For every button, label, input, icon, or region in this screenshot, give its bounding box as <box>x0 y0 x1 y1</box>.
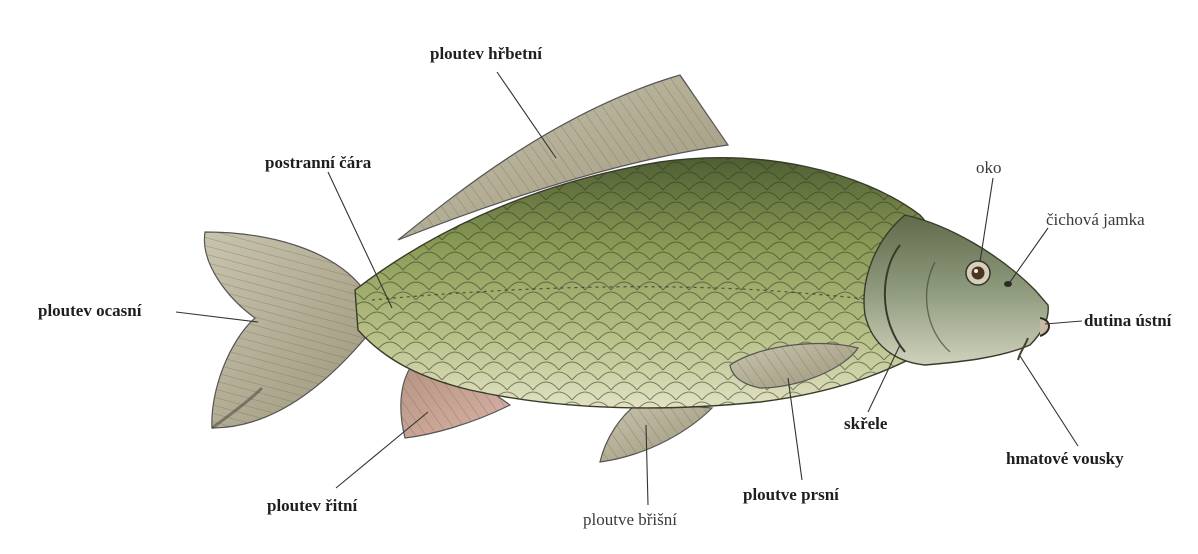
label-pelvic-fins: ploutve břišní <box>583 510 677 530</box>
label-pectoral-fins: ploutve prsní <box>743 485 839 505</box>
caudal-fin <box>204 232 372 428</box>
mouth <box>1040 318 1049 336</box>
leader-anal-fin <box>336 412 428 488</box>
leader-eye <box>980 178 993 262</box>
label-gill-cover: skřele <box>844 414 887 434</box>
label-nostril: čichová jamka <box>1046 210 1145 230</box>
leader-caudal-fin <box>176 312 258 322</box>
leader-barbels <box>1020 356 1078 446</box>
label-barbels: hmatové vousky <box>1006 449 1124 469</box>
label-eye: oko <box>976 158 1002 178</box>
fish-head <box>864 215 1049 365</box>
label-caudal-fin: ploutev ocasní <box>38 301 141 321</box>
nostril <box>1004 281 1012 287</box>
label-lateral-line: postranní čára <box>265 153 371 173</box>
label-mouth: dutina ústní <box>1084 311 1171 331</box>
pelvic-fin <box>600 402 712 462</box>
eye <box>966 261 990 285</box>
leader-nostril <box>1010 228 1048 282</box>
leader-dorsal-fin <box>497 72 556 158</box>
label-dorsal-fin: ploutev hřbetní <box>430 44 542 64</box>
label-anal-fin: ploutev řitní <box>267 496 357 516</box>
leader-mouth <box>1045 321 1082 324</box>
